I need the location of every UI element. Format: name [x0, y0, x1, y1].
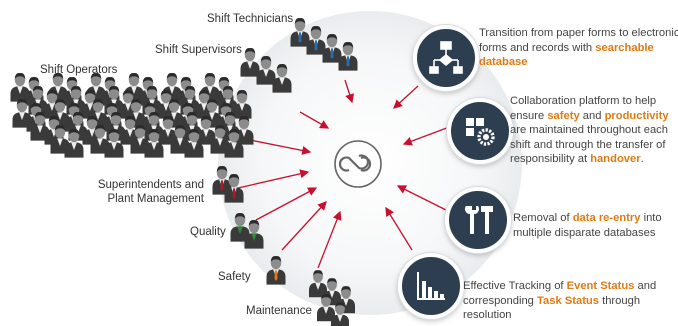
- label-shift-technicians: Shift Technicians: [207, 13, 294, 25]
- person-icon: [234, 115, 254, 145]
- feature-text-segment: Effective Tracking of: [463, 280, 567, 292]
- arrows-group: [237, 79, 455, 269]
- arrow-to-hub: [396, 185, 455, 215]
- feature-text-segment: .: [640, 153, 644, 166]
- person-icon: [272, 63, 292, 93]
- feature-3-badge: [445, 187, 511, 253]
- highlight-term: data re-entry: [572, 212, 641, 224]
- feature-2-text: Collaboration platform to help ensure sa…: [510, 94, 678, 167]
- feature-1-text: Transition from paper forms to electroni…: [479, 26, 678, 70]
- arrow-to-hub: [344, 79, 354, 104]
- highlight-term: Task Status: [537, 294, 599, 307]
- highlight-term: handover: [590, 153, 641, 166]
- highlight-term: searchable database: [479, 41, 654, 69]
- tools-icon: [465, 206, 493, 234]
- arrow-to-hub: [281, 201, 327, 251]
- person-icon: [184, 128, 204, 158]
- person-icon: [224, 173, 244, 203]
- feature-text-segment: are maintained throughout each shift and…: [510, 124, 668, 166]
- people-group: [10, 17, 358, 326]
- feature-4-text: Effective Tracking of Event Status and c…: [463, 279, 673, 323]
- person-icon: [240, 47, 260, 77]
- person-icon: [330, 302, 350, 326]
- feature-1-badge: [413, 25, 479, 91]
- feature-4-badge: [398, 253, 464, 319]
- highlight-term: safety: [547, 109, 580, 122]
- feature-text-segment: Transition from paper forms to electroni…: [479, 27, 678, 54]
- person-icon: [244, 219, 264, 249]
- person-icon: [224, 128, 244, 158]
- person-icon: [144, 128, 164, 158]
- arrow-to-hub: [255, 187, 318, 221]
- feature-text-segment: and: [579, 109, 605, 122]
- label-shift-supervisors: Shift Supervisors: [155, 44, 242, 56]
- arrow-to-hub: [393, 85, 419, 109]
- person-icon: [338, 41, 358, 71]
- person-icon: [256, 55, 276, 85]
- person-icon: [64, 128, 84, 158]
- central-logo-icon: [334, 140, 382, 188]
- feature-text-segment: and corresponding: [463, 280, 657, 307]
- flowchart-icon: [429, 41, 463, 74]
- label-safety: Safety: [218, 271, 251, 283]
- person-icon: [232, 89, 252, 119]
- person-icon: [306, 25, 326, 55]
- person-icon: [266, 255, 286, 285]
- arrow-to-hub: [237, 169, 310, 189]
- person-icon: [309, 270, 327, 298]
- arrow-to-hub: [299, 111, 330, 129]
- person-icon: [290, 17, 310, 47]
- person-icon: [170, 124, 190, 154]
- person-icon: [230, 212, 250, 242]
- feature-text-segment: Collaboration platform to help ensure: [510, 95, 657, 122]
- feature-text-segment: through resolution: [463, 294, 641, 322]
- feature-text-segment: into multiple disparate databases: [513, 212, 662, 239]
- person-icon: [317, 294, 335, 322]
- person-icon: [322, 33, 342, 63]
- feature-3-text: Removal of data re-entry into multiple d…: [513, 211, 678, 240]
- bar-chart-icon: [417, 272, 445, 300]
- feature-2-badge: [447, 98, 513, 164]
- highlight-term: Event Status: [566, 280, 635, 292]
- arrow-to-hub: [317, 210, 342, 269]
- label-maintenance: Maintenance: [246, 305, 312, 317]
- arrow-to-hub: [249, 139, 312, 155]
- highlight-term: productivity: [604, 109, 669, 122]
- arrow-to-hub: [402, 125, 453, 146]
- label-superintendents: Superintendents and Plant Management: [97, 179, 204, 205]
- feature-text-segment: Removal of: [513, 212, 573, 224]
- gears-icon: [466, 118, 495, 146]
- person-icon: [104, 128, 124, 158]
- person-icon: [196, 115, 216, 145]
- arrow-to-hub: [385, 206, 413, 251]
- label-shift-operators: Shift Operators: [40, 64, 118, 76]
- label-quality: Quality: [190, 226, 226, 238]
